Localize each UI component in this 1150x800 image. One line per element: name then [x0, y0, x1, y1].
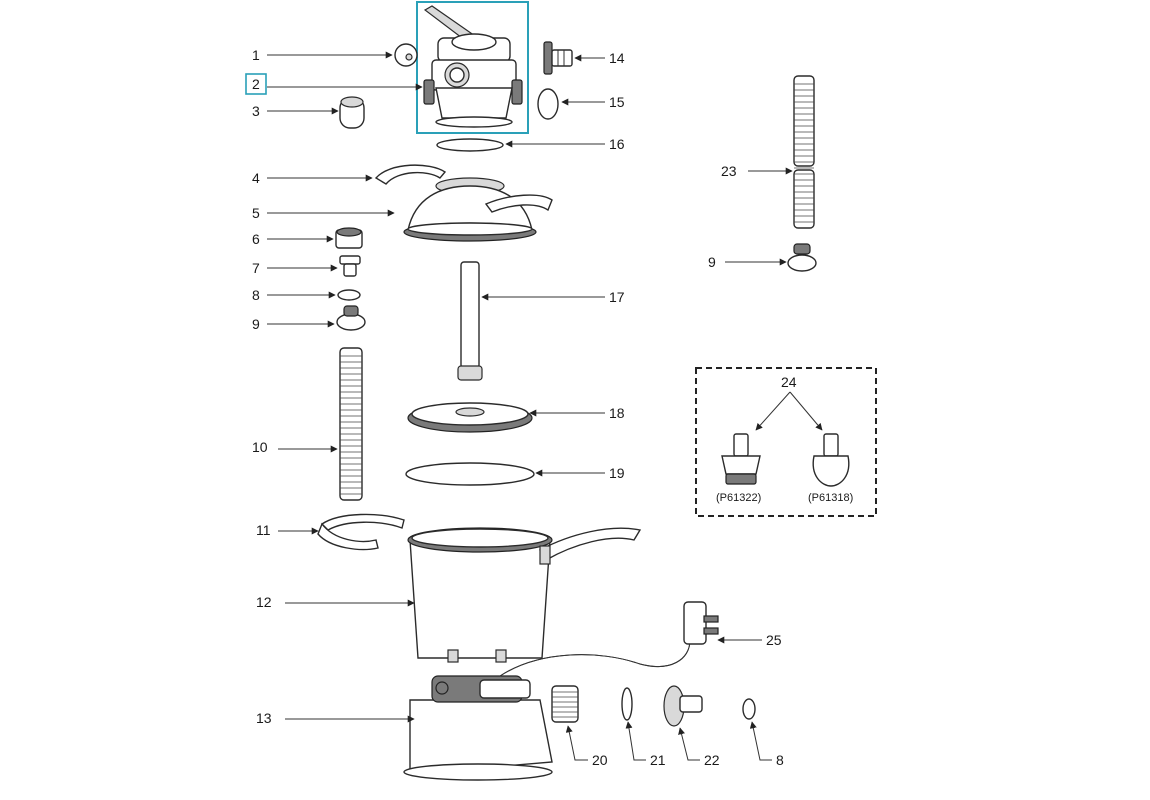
- part-13-pump-drawing: [403, 675, 553, 781]
- label-part-8b: 8: [776, 752, 784, 768]
- label-part-23: 23: [721, 163, 737, 179]
- arrow-24-right: [789, 391, 823, 431]
- label-part-15: 15: [609, 94, 625, 110]
- label-part-3: 3: [252, 103, 260, 119]
- leader-22: [678, 727, 700, 761]
- label-part-13: 13: [256, 710, 272, 726]
- option-right-code: (P61318): [808, 492, 853, 504]
- part-7-drawing: [339, 255, 361, 277]
- highlight-box-label: [245, 73, 267, 95]
- label-part-8a: 8: [252, 287, 260, 303]
- label-part-6: 6: [252, 231, 260, 247]
- label-part-22: 22: [704, 752, 720, 768]
- label-part-9b: 9: [708, 254, 716, 270]
- label-part-20: 20: [592, 752, 608, 768]
- label-part-7: 7: [252, 260, 260, 276]
- part-5-lid-drawing: [403, 177, 553, 242]
- option-left-code: (P61322): [716, 492, 761, 504]
- part-8b-drawing: [742, 698, 756, 720]
- part-2-valve-drawing: [423, 5, 523, 128]
- part-16-drawing: [436, 138, 504, 152]
- label-part-17: 17: [609, 289, 625, 305]
- part-9b-drawing: [787, 243, 817, 272]
- part-1-drawing: [394, 43, 418, 67]
- part-22-drawing: [663, 685, 703, 727]
- part-6-drawing: [335, 227, 363, 249]
- label-part-14: 14: [609, 50, 625, 66]
- label-part-2: 2: [252, 76, 260, 92]
- label-part-19: 19: [609, 465, 625, 481]
- options-dashed-box: [695, 367, 877, 517]
- leader-8b: [749, 721, 772, 761]
- part-20-drawing: [551, 685, 579, 723]
- part-3-drawing: [339, 96, 365, 129]
- part-10-hose-drawing: [339, 347, 363, 501]
- option-right-drawing: [812, 433, 850, 487]
- option-left-drawing: [721, 433, 761, 485]
- part-23-hose-ribs: [794, 83, 814, 223]
- part-25-cord-drawing: [499, 601, 719, 677]
- part-23-hose-drawing: [793, 75, 815, 229]
- label-part-24: 24: [781, 374, 797, 390]
- label-part-16: 16: [609, 136, 625, 152]
- part-17-drawing: [457, 261, 483, 381]
- label-part-25: 25: [766, 632, 782, 648]
- label-part-9a: 9: [252, 316, 260, 332]
- part-14-drawing: [543, 41, 573, 75]
- part-12-tank-drawing: [407, 527, 642, 663]
- part-21-drawing: [621, 687, 633, 721]
- part-11-drawing-lower: [317, 522, 379, 551]
- label-part-10: 10: [252, 439, 268, 455]
- label-part-5: 5: [252, 205, 260, 221]
- part-19-drawing: [405, 462, 535, 486]
- label-part-11: 11: [256, 522, 271, 538]
- part-18-drawing: [407, 402, 533, 433]
- part-15-drawing: [537, 88, 559, 120]
- leader-21: [625, 721, 646, 761]
- part-20-strainer-ribs: [552, 691, 578, 718]
- label-part-18: 18: [609, 405, 625, 421]
- arrow-24-left: [755, 391, 791, 431]
- highlight-box-valve: [416, 1, 529, 134]
- part-10-hose-ribs: [340, 355, 362, 495]
- leader-20: [565, 725, 588, 761]
- label-part-12: 12: [256, 594, 272, 610]
- part-8a-drawing: [337, 289, 361, 301]
- label-part-1: 1: [252, 47, 260, 63]
- part-4-drawing: [374, 164, 447, 185]
- part-9a-drawing: [336, 305, 366, 331]
- part-11-drawing: [320, 513, 405, 531]
- label-part-4: 4: [252, 170, 260, 186]
- label-part-21: 21: [650, 752, 666, 768]
